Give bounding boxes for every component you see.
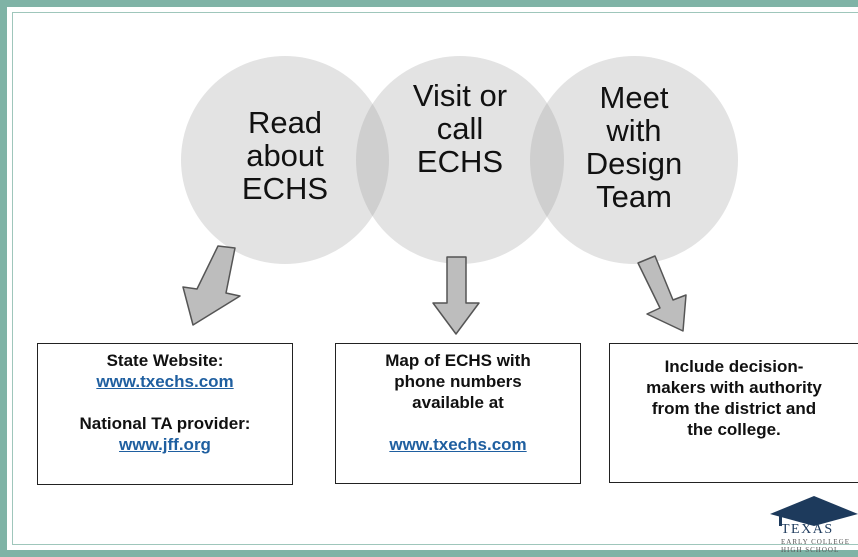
circle-line: Visit or (412, 77, 508, 113)
circle-text-read-about: Read about ECHS (205, 90, 365, 220)
txechs-link[interactable]: www.txechs.com (96, 372, 234, 391)
circle-line: with (606, 113, 662, 148)
box-line: phone numbers (394, 372, 522, 391)
logo-title: TEXAS (781, 522, 834, 537)
national-ta-label: National TA provider: (79, 414, 251, 433)
box-line: available at (412, 393, 504, 412)
down-right-arrow-icon (637, 255, 687, 332)
circle-line: ECHS (241, 170, 329, 206)
circle-line: call (436, 110, 484, 146)
txechs-map-link[interactable]: www.txechs.com (389, 435, 527, 454)
circle-line: about (246, 137, 324, 173)
circle-line: Design (585, 146, 683, 181)
logo-subtitle-line: HIGH SCHOOL (781, 546, 840, 554)
box-line: Map of ECHS with (385, 351, 531, 370)
logo-subtitle: EARLY COLLEGE HIGH SCHOOL (781, 538, 850, 554)
state-website-label: State Website: (106, 351, 224, 370)
logo-subtitle-line: EARLY COLLEGE (781, 538, 851, 546)
resource-box-visit: Map of ECHS with phone numbers available… (335, 343, 581, 484)
resource-box-read: State Website: www.txechs.com National T… (37, 343, 293, 485)
jff-link[interactable]: www.jff.org (119, 435, 211, 454)
circle-read-about (181, 56, 389, 264)
circle-line: Team (596, 179, 672, 214)
resource-box-meet: Include decision- makers with authority … (609, 343, 858, 483)
box-line: from the district and (651, 399, 817, 418)
circle-line: Meet (599, 80, 669, 115)
box-line: Include decision- (664, 357, 804, 376)
graduation-cap-logo-icon (770, 496, 858, 526)
circle-text-visit-call: Visit or call ECHS (380, 70, 540, 186)
circle-visit-call (356, 56, 564, 264)
down-arrow-icon (432, 256, 480, 335)
circle-line: Read (247, 104, 323, 140)
down-left-arrow-icon (182, 245, 241, 326)
circle-meet-team (530, 56, 738, 264)
circle-line: ECHS (416, 143, 504, 179)
circle-text-meet-team: Meet with Design Team (554, 72, 714, 222)
box-line: makers with authority (646, 378, 822, 397)
slide-inner-border (12, 12, 858, 545)
box-line: the college. (687, 420, 781, 439)
